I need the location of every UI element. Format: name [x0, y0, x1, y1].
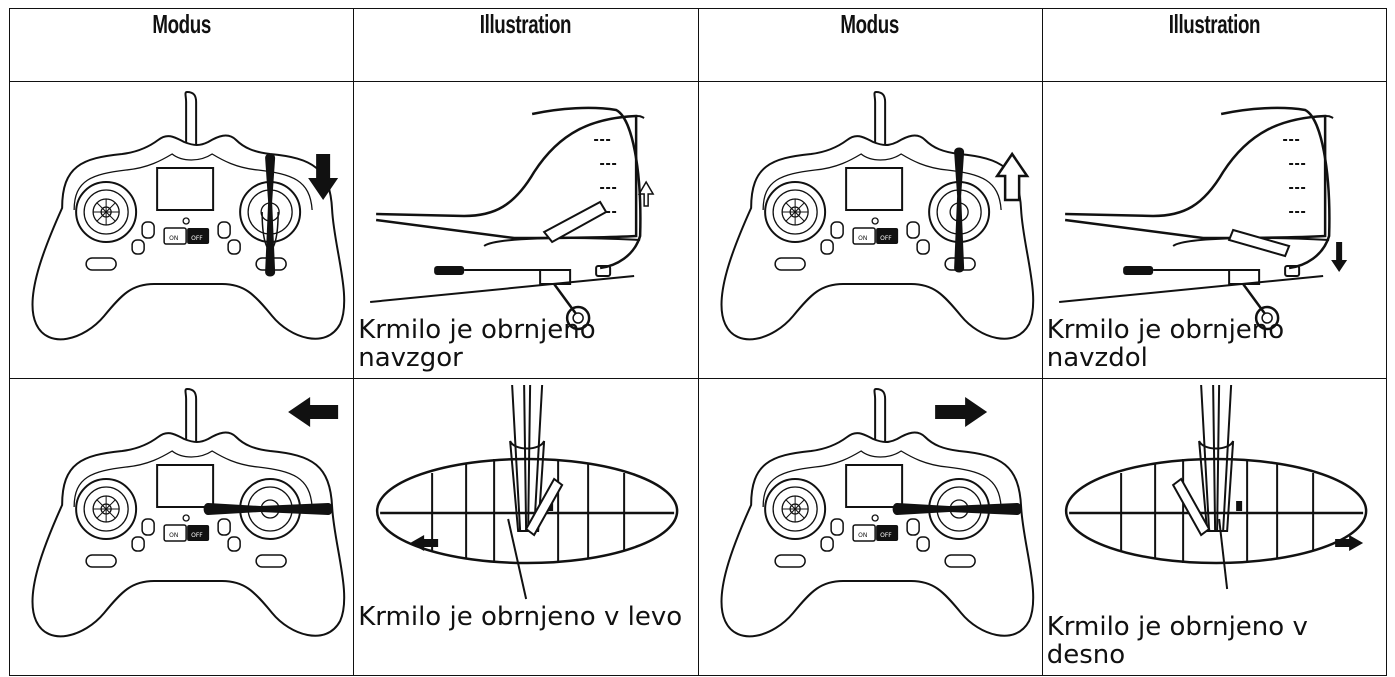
header-mode-2: Modus [697, 8, 1043, 82]
caption-rudder-right: Krmilo je obrnjeno v desno [1046, 612, 1308, 670]
mode-cell-stick-right [697, 378, 1043, 676]
header-row: Modus Illustration Modus Illustration [8, 8, 1388, 82]
header-illustration-1: Illustration [353, 8, 699, 82]
elevator-tail-icon [369, 106, 655, 331]
arrow-down-icon [308, 154, 339, 200]
arrow-up-icon [994, 151, 1029, 202]
stick-right [892, 503, 1022, 515]
control-table: Modus Illustration Modus Illustration Kr… [8, 8, 1388, 676]
elevator-tail-icon [1057, 106, 1347, 331]
mode-cell-stick-left [8, 378, 355, 676]
arrow-right-icon [934, 397, 987, 427]
transmitter-icon [719, 388, 1034, 638]
rudder-tail-icon [1064, 383, 1368, 590]
illustration-cell-elevator-up: Krmilo je obrnjeno navzgor [353, 81, 699, 379]
arrow-right-icon [1334, 535, 1363, 551]
arrow-left-icon [288, 397, 339, 427]
stick-left [203, 503, 333, 515]
arrow-up-icon [638, 180, 655, 207]
rudder-tail-icon [376, 383, 679, 600]
table-row: Krmilo je obrnjeno v levo Krmilo je obrn… [8, 378, 1388, 676]
illustration-cell-rudder-right: Krmilo je obrnjeno v desno [1041, 378, 1388, 676]
transmitter-icon [31, 91, 346, 341]
caption-rudder-left: Krmilo je obrnjeno v levo [358, 602, 683, 632]
transmitter-icon [719, 91, 1034, 341]
header-illustration-2: Illustration [1041, 8, 1388, 82]
stick-up [953, 147, 964, 273]
header-mode-1: Modus [8, 8, 355, 82]
stick-down [261, 153, 279, 277]
transmitter-icon [31, 388, 346, 638]
arrow-down-icon [1330, 242, 1347, 272]
mode-cell-stick-up [697, 81, 1043, 379]
illustration-cell-rudder-left: Krmilo je obrnjeno v levo [353, 378, 699, 676]
table-row: Krmilo je obrnjeno navzgor Krmilo je obr… [8, 81, 1388, 379]
caption-elevator-up: Krmilo je obrnjeno navzgor [358, 315, 596, 373]
caption-elevator-down: Krmilo je obrnjeno navzdol [1046, 315, 1285, 373]
illustration-cell-elevator-down: Krmilo je obrnjeno navzdol [1041, 81, 1388, 379]
arrow-left-icon [410, 535, 439, 551]
mode-cell-stick-down [8, 81, 355, 379]
